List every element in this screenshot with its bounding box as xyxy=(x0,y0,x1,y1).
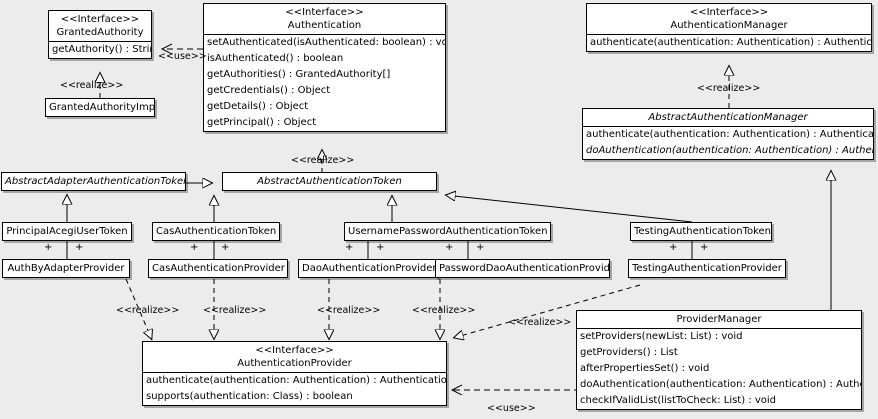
edge-label-use-authentication-granted-authority: <<use>> xyxy=(158,51,207,62)
edge-label-realize-granted-authority-impl: <<realize>> xyxy=(60,80,124,91)
class-name: TestingAuthenticationToken xyxy=(634,226,772,237)
operation: getAuthority() : String xyxy=(52,44,152,55)
class-auth-by-adapter-provider[interactable]: AuthByAdapterProvider xyxy=(2,259,130,278)
edge-label-use-provider-manager: <<use>> xyxy=(487,403,536,414)
stereotype: <<Interface>> xyxy=(60,14,140,25)
multiplicity-plus: + xyxy=(700,242,709,253)
multiplicity-plus: + xyxy=(669,242,678,253)
class-name: AuthenticationProvider xyxy=(237,358,352,369)
class-name: AbstractAuthenticationManager xyxy=(648,112,808,123)
class-name: TestingAuthenticationProvider xyxy=(632,263,782,274)
class-abstract-authentication-token[interactable]: AbstractAuthenticationToken xyxy=(222,172,437,191)
class-granted-authority-impl[interactable]: GrantedAuthorityImpl xyxy=(45,98,155,117)
class-name: GrantedAuthorityImpl xyxy=(49,102,155,113)
operation: doAuthentication(authentication: Authent… xyxy=(586,145,873,156)
operations-compartment: authenticate(authentication: Authenticat… xyxy=(143,372,446,405)
class-name: AuthByAdapterProvider xyxy=(7,263,125,274)
operation: setProviders(newList: List) : void xyxy=(580,331,743,342)
class-username-password-authentication-token[interactable]: UsernamePasswordAuthenticationToken xyxy=(344,222,551,241)
class-dao-authentication-provider[interactable]: DaoAuthenticationProvider xyxy=(298,259,438,278)
class-header: <<Interface>> Authentication xyxy=(204,4,445,34)
class-abstract-authentication-manager[interactable]: AbstractAuthenticationManager authentica… xyxy=(582,108,874,160)
class-name: Authentication xyxy=(287,20,362,31)
edge-label-realize-auth-by-adapter: <<realize>> xyxy=(116,305,180,316)
multiplicity-plus: + xyxy=(221,242,230,253)
operation: checkIfValidList(listToCheck: List) : vo… xyxy=(580,395,777,406)
operation: supports(authentication: Class) : boolea… xyxy=(146,391,353,402)
operation: afterPropertiesSet() : void xyxy=(580,363,710,374)
edge-label-realize-authentication-manager: <<realize>> xyxy=(697,83,761,94)
class-testing-authentication-token[interactable]: TestingAuthenticationToken xyxy=(630,222,772,241)
class-header: AbstractAuthenticationManager xyxy=(583,109,873,126)
class-header: ProviderManager xyxy=(577,311,861,328)
edge-label-realize-dao-provider: <<realize>> xyxy=(317,305,381,316)
class-name: CasAuthenticationProvider xyxy=(152,263,285,274)
stereotype: <<Interface>> xyxy=(689,7,769,18)
multiplicity-plus: + xyxy=(476,242,485,253)
class-authentication-provider[interactable]: <<Interface>> AuthenticationProvider aut… xyxy=(142,341,447,406)
operations-compartment: authenticate(authentication: Authenticat… xyxy=(587,34,871,51)
stereotype: <<Interface>> xyxy=(255,345,334,356)
class-authentication-manager[interactable]: <<Interface>> AuthenticationManager auth… xyxy=(586,3,872,52)
edge-label-realize-abstract-auth-token: <<realize>> xyxy=(291,155,355,166)
class-name: GrantedAuthority xyxy=(56,27,144,38)
class-name: PrincipalAcegiUserToken xyxy=(6,226,128,237)
class-name: ProviderManager xyxy=(676,314,762,325)
operation: getCredentials() : Object xyxy=(207,85,331,96)
multiplicity-plus: + xyxy=(75,242,84,253)
operations-compartment: setAuthenticated(isAuthenticated: boolea… xyxy=(204,34,445,131)
operations-compartment: setProviders(newList: List) : void getPr… xyxy=(577,328,861,409)
class-name: AuthenticationManager xyxy=(670,20,788,31)
class-cas-authentication-provider[interactable]: CasAuthenticationProvider xyxy=(148,259,288,278)
class-authentication[interactable]: <<Interface>> Authentication setAuthenti… xyxy=(203,3,446,132)
stereotype: <<Interface>> xyxy=(285,7,364,18)
class-abstract-adapter-authentication-token[interactable]: AbstractAdapterAuthenticationToken xyxy=(1,172,186,191)
operation: getDetails() : Object xyxy=(207,101,309,112)
operation: doAuthentication(authentication: Authent… xyxy=(580,379,861,390)
class-name: UsernamePasswordAuthenticationToken xyxy=(348,226,548,237)
class-name: AbstractAdapterAuthenticationToken xyxy=(5,176,186,187)
edge-label-realize-password-dao-provider: <<realize>> xyxy=(412,305,476,316)
operations-compartment: getAuthority() : String xyxy=(49,41,151,58)
multiplicity-plus: + xyxy=(190,242,199,253)
operation: authenticate(authentication: Authenticat… xyxy=(146,375,447,386)
edge-label-realize-testing-provider: <<realize>> xyxy=(508,317,572,328)
class-provider-manager[interactable]: ProviderManager setProviders(newList: Li… xyxy=(576,310,862,410)
multiplicity-plus: + xyxy=(445,242,454,253)
class-name: AbstractAuthenticationToken xyxy=(257,176,402,187)
multiplicity-plus: + xyxy=(376,242,385,253)
class-testing-authentication-provider[interactable]: TestingAuthenticationProvider xyxy=(628,259,786,278)
operation: isAuthenticated() : boolean xyxy=(207,53,344,64)
class-header: <<Interface>> GrantedAuthority xyxy=(49,11,151,41)
operation: authenticate(authentication: Authenticat… xyxy=(590,37,872,48)
operations-compartment: authenticate(authentication: Authenticat… xyxy=(583,126,873,159)
edge-label-realize-cas-provider: <<realize>> xyxy=(203,305,267,316)
class-header: <<Interface>> AuthenticationProvider xyxy=(143,342,446,372)
operation: getProviders() : List xyxy=(580,347,678,358)
class-cas-authentication-token[interactable]: CasAuthenticationToken xyxy=(152,222,280,241)
class-password-dao-authentication-provider[interactable]: PasswordDaoAuthenticationProvider xyxy=(435,259,610,278)
class-granted-authority[interactable]: <<Interface>> GrantedAuthority getAuthor… xyxy=(48,10,152,59)
operation: getPrincipal() : Object xyxy=(207,117,317,128)
multiplicity-plus: + xyxy=(345,242,354,253)
class-name: DaoAuthenticationProvider xyxy=(302,263,437,274)
operation: setAuthenticated(isAuthenticated: boolea… xyxy=(207,37,446,48)
class-header: <<Interface>> AuthenticationManager xyxy=(587,4,871,34)
multiplicity-plus: + xyxy=(44,242,53,253)
class-name: PasswordDaoAuthenticationProvider xyxy=(439,263,610,274)
operation: getAuthorities() : GrantedAuthority[] xyxy=(207,69,391,80)
class-principal-acegi-user-token[interactable]: PrincipalAcegiUserToken xyxy=(2,222,132,241)
operation: authenticate(authentication: Authenticat… xyxy=(586,129,874,140)
class-name: CasAuthenticationToken xyxy=(156,226,277,237)
